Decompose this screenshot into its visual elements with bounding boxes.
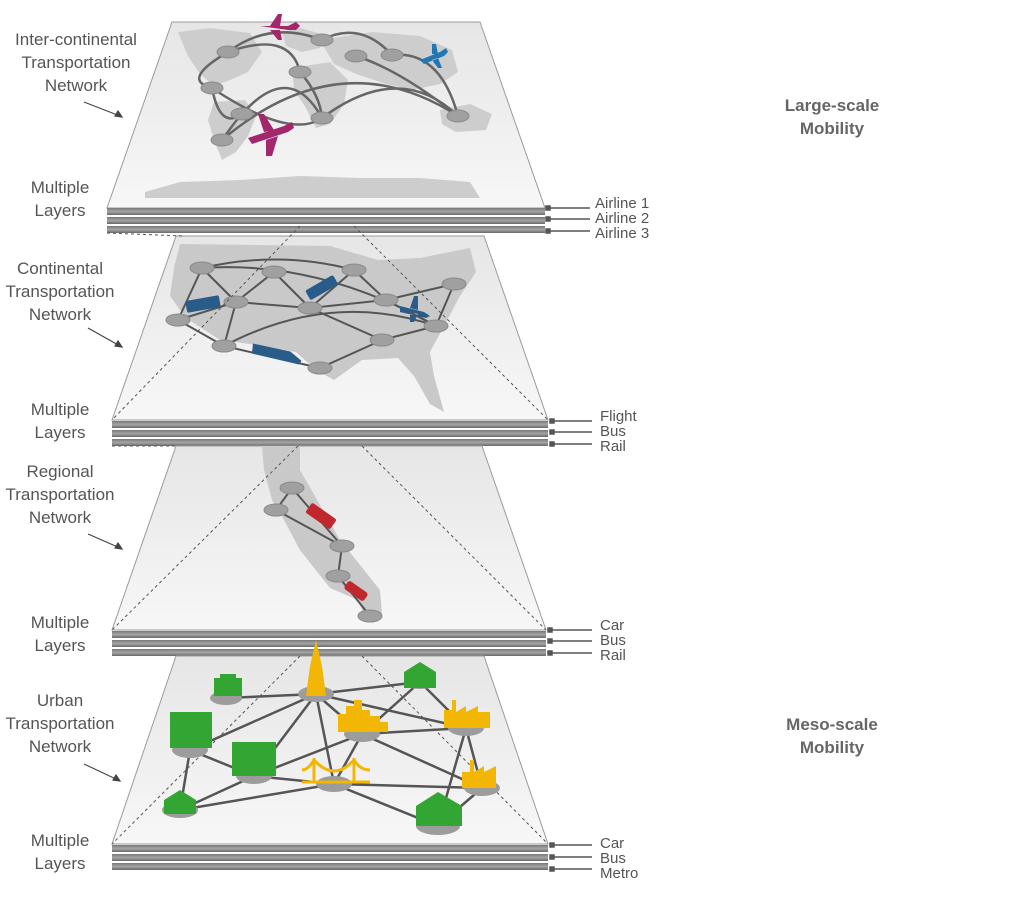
apartment-building-icon [232, 742, 276, 776]
sublayer-label: Bus [600, 850, 626, 867]
train-icon [251, 343, 302, 365]
panel-title: Regional Transportation Network [0, 460, 120, 529]
factory-icon [444, 700, 490, 728]
panel-title: Continental Transportation Network [0, 257, 120, 326]
title-line: Transportation [5, 282, 115, 301]
title-line: Urban [36, 691, 84, 710]
layers-line: Layers [34, 201, 86, 220]
title-line: Network [28, 305, 92, 324]
city-skyline-icon [338, 700, 388, 732]
house-icon [164, 790, 196, 814]
title-line: Transportation [5, 485, 115, 504]
layer-bar [112, 631, 546, 638]
car-icon [344, 581, 368, 601]
sublayer-label: Bus [600, 632, 626, 649]
layers-line: Multiple [30, 831, 90, 850]
sublayer-label: Car [600, 835, 625, 852]
scale-line: Meso-scale [786, 715, 878, 734]
house-icon [404, 662, 436, 688]
scale-label-meso: Meso-scale Mobility [752, 713, 912, 759]
title-line: Inter-continental [15, 30, 137, 49]
bridge-icon [301, 758, 371, 784]
usa-map [170, 244, 476, 412]
title-line: Continental [16, 259, 103, 278]
layer-bar [112, 854, 548, 861]
zoom-line [361, 445, 547, 631]
layers-label: Multiple Layers [10, 176, 110, 222]
sublayer-label: Metro [600, 865, 639, 882]
sublayer-leaders [545, 205, 592, 872]
layer-bar [112, 439, 548, 446]
airplane-icon [260, 14, 300, 40]
layer-bar [107, 217, 545, 224]
layers-label: Multiple Layers [10, 611, 110, 657]
sublayer-label: Flight [600, 408, 637, 425]
skyscraper-icon [306, 640, 326, 696]
layers-label: Multiple Layers [10, 398, 110, 444]
scale-line: Mobility [799, 119, 865, 138]
apartment-building-icon [170, 712, 212, 748]
label-arrows [83, 101, 124, 782]
layer-bar [112, 649, 546, 656]
layers-line: Multiple [30, 400, 90, 419]
title-line: Transportation [21, 53, 131, 72]
sublayer-label: Airline 3 [595, 225, 650, 242]
airplane-icon [400, 296, 430, 322]
zoom-line [111, 445, 299, 631]
layer-bar [112, 640, 546, 647]
factory-icon [462, 760, 496, 788]
layers-line: Layers [34, 423, 86, 442]
panel-title: Inter-continental Transportation Network [0, 28, 152, 97]
city-nodes [263, 481, 383, 623]
airport-nodes [200, 33, 470, 147]
layer-bar [112, 863, 548, 870]
layer-bar [107, 226, 545, 233]
panel-intercontinental [106, 14, 546, 233]
layer-bar [107, 208, 545, 215]
panel-continental [106, 232, 549, 446]
layers-label: Multiple Layers [10, 829, 110, 875]
bus-icon [306, 503, 336, 529]
sublayer-labels: Car Bus Metro [600, 836, 638, 881]
layer-bar [112, 845, 548, 852]
title-line: Network [28, 508, 92, 527]
house-icon [416, 792, 462, 826]
sublayer-label: Rail [600, 438, 626, 455]
zoom-line [353, 225, 549, 421]
sublayer-label: Rail [600, 647, 626, 664]
scale-line: Mobility [799, 738, 865, 757]
station-nodes [165, 261, 467, 375]
zoom-line [361, 655, 549, 845]
sublayer-label: Bus [600, 423, 626, 440]
bus-icon [185, 295, 221, 313]
panel-title: Urban Transportation Network [0, 689, 120, 758]
scale-line: Large-scale [784, 96, 880, 115]
sublayer-labels: Airline 1 Airline 2 Airline 3 [595, 196, 649, 241]
office-building-icon [214, 674, 242, 696]
sublayer-label: Car [600, 617, 625, 634]
title-line: Network [28, 737, 92, 756]
sublayer-labels: Flight Bus Rail [600, 409, 637, 454]
layers-line: Multiple [30, 613, 90, 632]
title-line: Regional [26, 462, 94, 481]
layer-bar [112, 430, 548, 437]
sublayer-label: Airline 1 [595, 195, 650, 212]
title-line: Transportation [5, 714, 115, 733]
zoom-line [106, 232, 185, 237]
layers-line: Layers [34, 854, 86, 873]
sublayer-labels: Car Bus Rail [600, 618, 626, 663]
title-line: Network [44, 76, 108, 95]
sublayer-label: Airline 2 [595, 210, 650, 227]
layers-line: Multiple [30, 178, 90, 197]
layers-line: Layers [34, 636, 86, 655]
scale-label-large: Large-scale Mobility [752, 94, 912, 140]
panel-urban [111, 640, 549, 870]
airplane-icon [420, 44, 448, 68]
panel-regional [111, 445, 547, 656]
layer-bar [112, 421, 548, 428]
bus-icon [305, 275, 338, 300]
airplane-icon [248, 114, 294, 156]
